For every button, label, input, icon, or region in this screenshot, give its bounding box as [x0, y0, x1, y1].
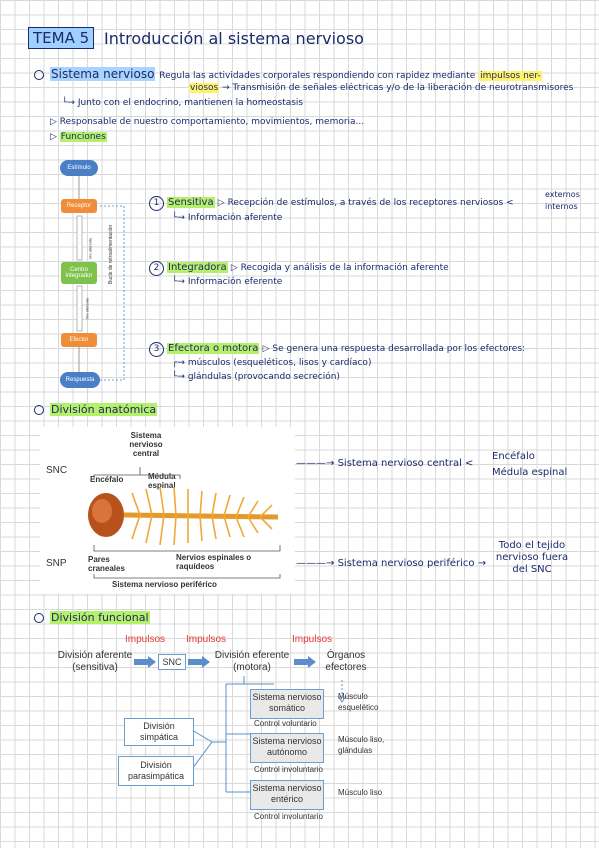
anat-hw-med: Médula espinal: [492, 467, 568, 478]
nervous-system-illustration: [88, 467, 281, 579]
impulsos-1: Impulsos: [125, 634, 166, 645]
func-diagram: Impulsos Impulsos Impulsos División afer…: [42, 632, 402, 828]
div-aferente: División aferente (sensitiva): [57, 650, 133, 673]
anat-hw-central-text: Sistema nervioso central: [337, 458, 462, 469]
func-3-text: Se genera una respuesta desarrollada por…: [272, 344, 526, 354]
func-2-name: Integradora: [167, 262, 228, 273]
func-3-sub1-text: músculos (esqueléticos, lisos y cardíaco…: [187, 358, 372, 368]
somatico-box: Sistema nervioso somático: [250, 689, 324, 719]
page-title: Introducción al sistema nervioso: [104, 29, 364, 48]
arrow-icon: [188, 656, 210, 668]
control-voluntario: Control voluntario: [254, 719, 317, 728]
intro-def: Regula las actividades corporales respon…: [159, 71, 476, 81]
intro-func-text: Funciones: [59, 132, 107, 142]
div-eferente: División eferente (motora): [214, 650, 290, 673]
anat-snc: SNC: [46, 465, 68, 476]
control-involuntario-1: Control involuntario: [254, 765, 323, 774]
func-1-text: Recepción de estímulos, a través de los …: [227, 198, 504, 208]
anat-periferico: Sistema nervioso periférico: [112, 580, 217, 589]
intro-endo-text: Junto con el endocrino, mantienen la hom…: [77, 98, 304, 108]
anat-pares: Pares craneales: [88, 555, 125, 573]
intro-resp: ▷ Responsable de nuestro comportamiento,…: [50, 117, 365, 127]
enterico-box: Sistema nervioso entérico: [250, 780, 324, 810]
snc-box: SNC: [158, 654, 186, 670]
func-title: División funcional: [34, 611, 150, 624]
tema-badge: TEMA 5: [28, 27, 95, 49]
flow-efector: Efector: [61, 333, 97, 347]
func-title-text: División funcional: [50, 611, 150, 624]
anat-hw-todo: Todo el tejido nervioso fuera del SNC: [495, 540, 569, 575]
anat-snp: SNP: [46, 558, 67, 569]
flow-estimulo: Estímulo: [60, 160, 98, 176]
musculo-liso-glandulas: Músculo liso, glándulas: [338, 735, 385, 755]
bullet-icon: [34, 69, 44, 80]
flow-arrows: [76, 176, 125, 381]
func-3-sub2-text: glándulas (provocando secreción): [187, 372, 340, 382]
arrow-icon: [134, 656, 156, 668]
num-2-icon: 2: [149, 261, 164, 276]
func-tree-lines: [191, 676, 347, 793]
func-1-sub-text: Información aferente: [187, 213, 283, 223]
musculo-liso: Músculo liso: [338, 788, 383, 797]
flow-diagram: Estímulo Receptor Vía aferente Centro in…: [58, 156, 138, 392]
func-1-ext: externos: [545, 190, 580, 199]
intro-def-b: viosos: [189, 83, 220, 93]
func-1-name: Sensitiva: [167, 197, 215, 208]
simpatica-box: División simpática: [124, 718, 194, 746]
anat-title-text: División anatómica: [50, 403, 158, 416]
anat-encefalo: Encéfalo: [90, 475, 124, 484]
flow-bucle: Bucle de retroalimentación: [108, 224, 114, 284]
autonomo-box: Sistema nervioso autónomo: [250, 733, 324, 763]
flow-respuesta: Respuesta: [60, 372, 100, 388]
intro-def-c: → Transmisión de señales eléctricas y/o …: [222, 83, 574, 93]
anat-medula: Médula espinal: [148, 472, 176, 490]
anat-nervios: Nervios espinales o raquídeos: [176, 553, 252, 571]
intro-resp-text: Responsable de nuestro comportamiento, m…: [59, 117, 365, 127]
func-3-sub1: ┌→ músculos (esqueléticos, lisos y cardí…: [172, 358, 372, 368]
func-3-name: Efectora o motora: [167, 343, 260, 354]
control-involuntario-2: Control involuntario: [254, 812, 323, 821]
intro-line-1: Sistema nervioso Regula las actividades …: [34, 67, 542, 81]
func-2-sub: └→ Información eferente: [172, 277, 283, 287]
intro-endo: └→ Junto con el endocrino, mantienen la …: [62, 98, 304, 108]
musculo-esqueletico: Músculo esquelético: [338, 692, 379, 712]
flow-centro: Centro integrador: [61, 262, 97, 284]
anat-hw-enc: Encéfalo: [492, 451, 535, 462]
bullet-icon: [34, 405, 44, 415]
impulsos-2: Impulsos: [186, 634, 227, 645]
intro-term: Sistema nervioso: [50, 67, 156, 81]
organos-efectores: Órganos efectores: [325, 650, 367, 673]
parasimpatica-box: División parasimpática: [118, 756, 194, 786]
func-1-sub: └→ Información aferente: [172, 213, 283, 223]
num-3-icon: 3: [149, 342, 164, 357]
anat-figure: SNC SNP Sistema nervioso central Encéfal…: [40, 427, 295, 594]
anat-sn-central: Sistema nervioso central: [129, 431, 163, 458]
impulsos-3: Impulsos: [292, 634, 333, 645]
tema-label: TEMA 5: [33, 29, 90, 47]
intro-line-2: viosos → Transmisión de señales eléctric…: [189, 83, 573, 93]
func-2-sub-text: Información eferente: [187, 277, 283, 287]
num-1-icon: 1: [149, 196, 164, 211]
anat-hw-central: ———→ Sistema nervioso central <: [296, 458, 474, 469]
anat-title: División anatómica: [34, 403, 158, 416]
intro-def-hl: impulsos ner-: [479, 71, 542, 81]
func-2-text: Recogida y análisis de la información af…: [240, 263, 449, 273]
intro-func: ▷ Funciones: [50, 132, 107, 142]
bullet-icon: [34, 613, 44, 623]
flow-receptor: Receptor: [61, 199, 97, 213]
func-1-int: internos: [545, 202, 578, 211]
func-3-sub2: └→ glándulas (provocando secreción): [172, 372, 340, 382]
arrow-icon: [294, 656, 316, 668]
anat-hw-periferico-text: Sistema nervioso periférico: [337, 558, 475, 569]
anat-hw-periferico: ———→ Sistema nervioso periférico →: [296, 558, 487, 569]
